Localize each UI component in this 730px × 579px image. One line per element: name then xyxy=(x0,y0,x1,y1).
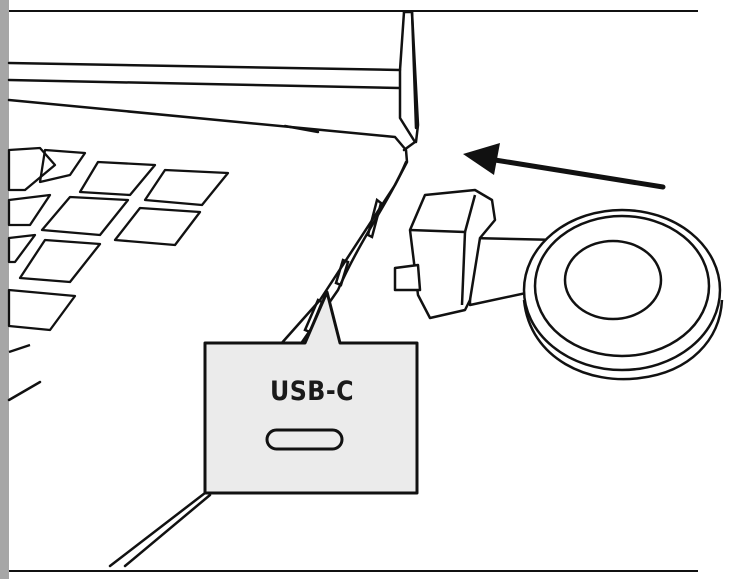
usb-c-callout xyxy=(203,290,419,495)
frame-left-bar xyxy=(0,0,9,579)
callout-box xyxy=(203,290,419,495)
laptop-lid xyxy=(7,10,420,152)
laptop-base xyxy=(7,98,409,568)
callout-label: USB-C xyxy=(269,376,355,407)
insert-arrow-icon xyxy=(463,143,666,190)
usb-c-port-symbol xyxy=(265,428,344,451)
keyboard-keys xyxy=(7,146,230,354)
charger-puck-icon xyxy=(393,188,724,381)
